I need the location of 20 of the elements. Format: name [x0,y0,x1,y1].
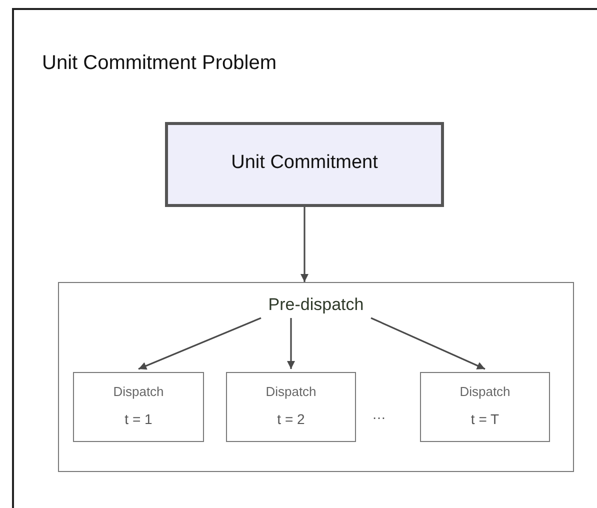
node-label: t = 1 [124,411,154,427]
arrow [138,317,262,370]
node-label: Dispatch [112,384,165,399]
outer-frame [12,8,597,508]
arrow [300,207,308,282]
process-box [73,372,204,442]
node-label: Unit Commitment [230,152,379,174]
node-label: Dispatch [458,384,512,399]
node-label: t = T [470,411,500,427]
group-box [58,282,574,472]
ellipsis-text: … [372,406,386,422]
arrow [370,317,486,370]
node-label: Pre-dispatch [267,295,365,315]
node-label: Dispatch [264,384,318,399]
process-box [420,372,550,442]
node-label: t = 2 [276,411,306,427]
process-box [226,372,356,442]
process-box [165,122,444,207]
arrow [287,318,295,369]
group-heading: Unit Commitment Problem [42,52,277,75]
